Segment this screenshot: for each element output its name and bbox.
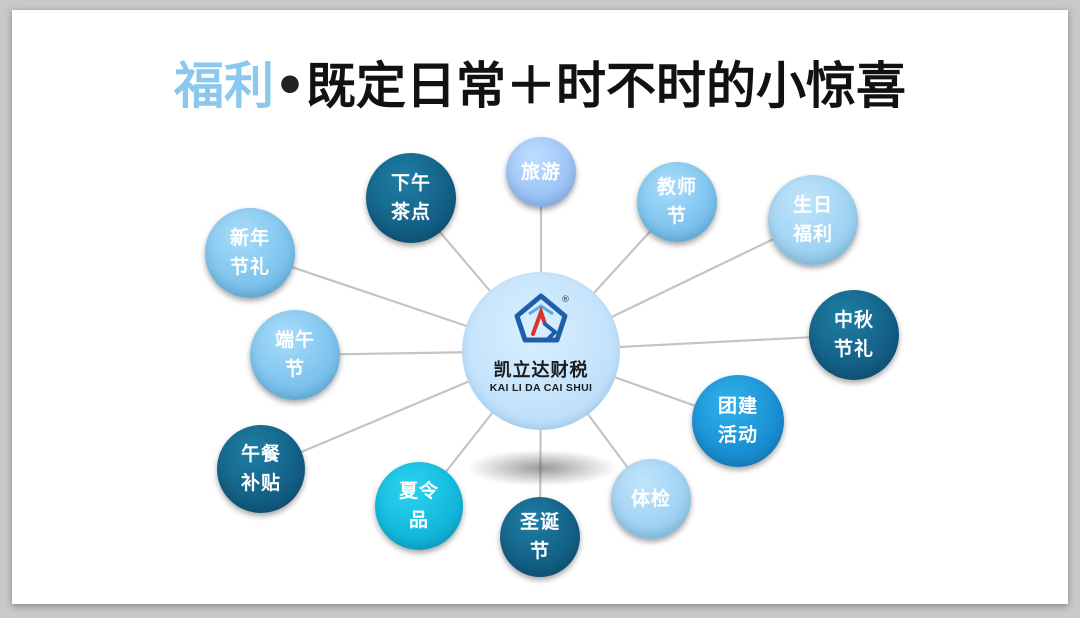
hub-name: 凯立达财税	[493, 360, 589, 381]
hub-shadow	[468, 450, 616, 486]
node-afternoon-tea: 下午茶点	[366, 153, 456, 243]
node-birthday: 生日福利	[768, 175, 858, 265]
node-travel-label: 旅游	[520, 160, 561, 183]
registered-mark: ®	[561, 295, 570, 305]
node-teachers-day: 教师节	[637, 162, 717, 242]
node-christmas-label: 圣诞节	[519, 511, 560, 562]
node-lunch-label: 午餐补贴	[240, 443, 281, 494]
node-lunch: 午餐补贴	[217, 425, 305, 513]
title-highlight: 福利	[174, 57, 275, 115]
node-checkup: 体检	[611, 459, 691, 539]
hub-circle: ® 凯立达财税 KAI LI DA CAI SHUI	[462, 272, 620, 430]
node-teachers-day-label: 教师节	[656, 176, 697, 227]
node-mid-autumn-label: 中秋节礼	[833, 309, 874, 360]
kld-logo-icon: ®	[514, 293, 570, 343]
node-afternoon-tea-label: 下午茶点	[390, 172, 431, 223]
node-dragon-boat: 端午节	[250, 310, 340, 400]
node-travel: 旅游	[506, 137, 576, 207]
node-new-year: 新年节礼	[205, 208, 295, 298]
title-rest: 既定日常＋时不时的小惊喜	[305, 57, 906, 115]
node-new-year-label: 新年节礼	[229, 227, 270, 278]
node-team-building-label: 团建活动	[717, 395, 758, 446]
node-summer-label: 夏令品	[398, 480, 439, 531]
node-summer: 夏令品	[375, 462, 463, 550]
node-dragon-boat-label: 端午节	[274, 329, 315, 380]
title-separator: •	[274, 57, 306, 115]
node-team-building: 团建活动	[692, 375, 784, 467]
page-title: 福利•既定日常＋时不时的小惊喜	[12, 54, 1068, 118]
node-checkup-label: 体检	[630, 487, 671, 510]
node-christmas: 圣诞节	[500, 497, 580, 577]
hub-pinyin: KAI LI DA CAI SHUI	[489, 382, 593, 394]
node-mid-autumn: 中秋节礼	[809, 290, 899, 380]
node-birthday-label: 生日福利	[792, 194, 833, 245]
